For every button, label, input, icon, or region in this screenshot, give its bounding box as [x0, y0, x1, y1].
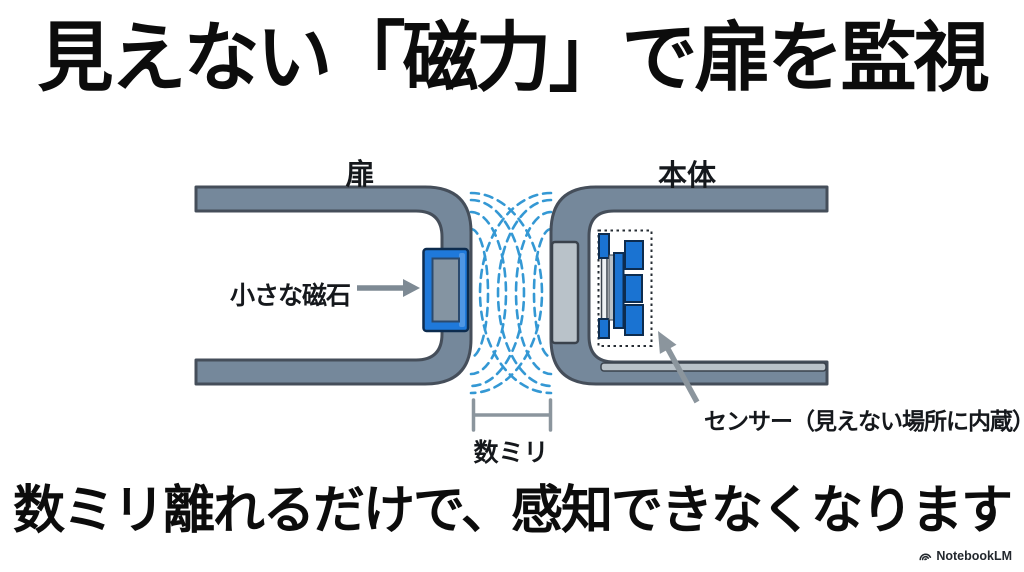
door-frame [194, 185, 473, 386]
sensor-module-icon [597, 229, 653, 347]
magnet-label: 小さな磁石 [229, 282, 351, 310]
body-frame [549, 185, 829, 386]
notebooklm-branding: NotebookLM [918, 549, 1012, 563]
magnet-arrow-icon [357, 279, 420, 297]
door-label: 扉 [345, 159, 375, 191]
notebooklm-swirl-icon [919, 553, 932, 561]
sensor-pad [550, 240, 580, 345]
sensor-label: センサー（見えない場所に内蔵） [704, 408, 1024, 434]
footer-headline: 数ミリ離れるだけで、感知できなくなります [13, 482, 1013, 540]
magnetic-field-icon [469, 191, 553, 395]
sensor-arrow-icon [658, 331, 700, 404]
body-floor-strip [600, 362, 827, 372]
magnet-icon [422, 247, 470, 333]
gap-label: 数ミリ [473, 439, 549, 467]
notebooklm-logo-text: NotebookLM [936, 549, 1012, 563]
gap-bracket-icon [471, 398, 553, 432]
body-label: 本体 [657, 160, 716, 192]
page-title: 見えない「磁力」で扉を監視 [37, 16, 990, 101]
